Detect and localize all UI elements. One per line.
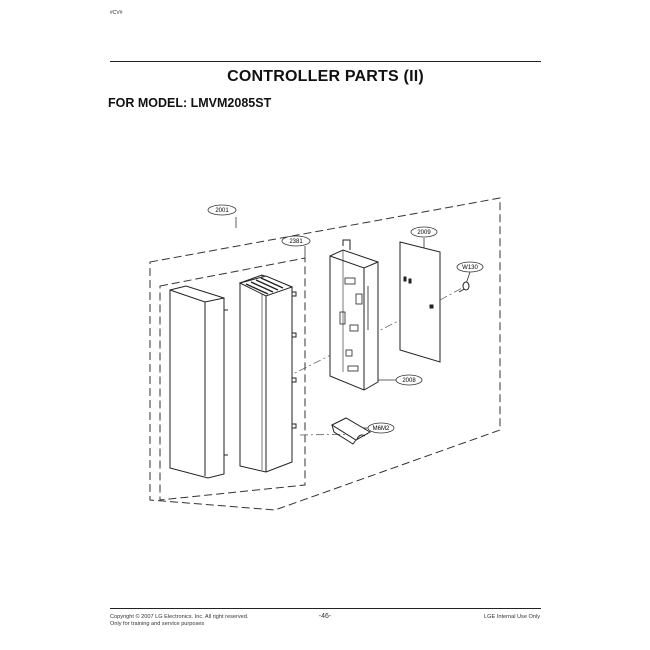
- callout-switch: M6M2: [367, 422, 395, 434]
- copyright-notice: Copyright © 2007 LG Electronics. Inc. Al…: [110, 614, 248, 628]
- copyright-line-1: Copyright © 2007 LG Electronics. Inc. Al…: [110, 614, 249, 620]
- callout-screw: W130: [456, 261, 484, 273]
- page-title: CONTROLLER PARTS (II): [227, 68, 424, 85]
- screw: [458, 281, 470, 293]
- page-number: -46-: [318, 613, 332, 620]
- alignment-line-lower: [299, 433, 369, 436]
- internal-use-notice: LGE Internal Use Only: [484, 614, 540, 620]
- corner-mark: #CV#: [110, 10, 123, 16]
- mounting-bracket: [329, 239, 379, 391]
- footer-rule: [110, 608, 541, 609]
- model-line: FOR MODEL: LMVM2085ST: [108, 96, 272, 110]
- membrane-switch: [330, 417, 371, 445]
- svg-text:2008: 2008: [402, 378, 416, 384]
- control-housing: [238, 274, 297, 473]
- callout-pcb: 2009: [410, 226, 438, 238]
- svg-text:M6M2: M6M2: [373, 426, 390, 432]
- callout-bracket: 2008: [395, 374, 423, 386]
- svg-text:2001: 2001: [215, 208, 229, 214]
- svg-text:2381: 2381: [289, 239, 303, 245]
- svg-text:2009: 2009: [417, 230, 431, 236]
- door-panel: [169, 285, 228, 479]
- header-rule: [110, 61, 541, 62]
- alignment-line-screw: [439, 287, 463, 301]
- copyright-line-2: Only for training and service purposes: [110, 621, 205, 627]
- svg-text:W130: W130: [462, 265, 478, 271]
- assembly-boundary: [149, 197, 501, 511]
- pcb-board: [399, 241, 441, 363]
- door-assembly-boundary: [159, 257, 306, 501]
- callout-door-assembly: 2381: [281, 235, 311, 247]
- callout-assembly: 2001: [207, 204, 237, 216]
